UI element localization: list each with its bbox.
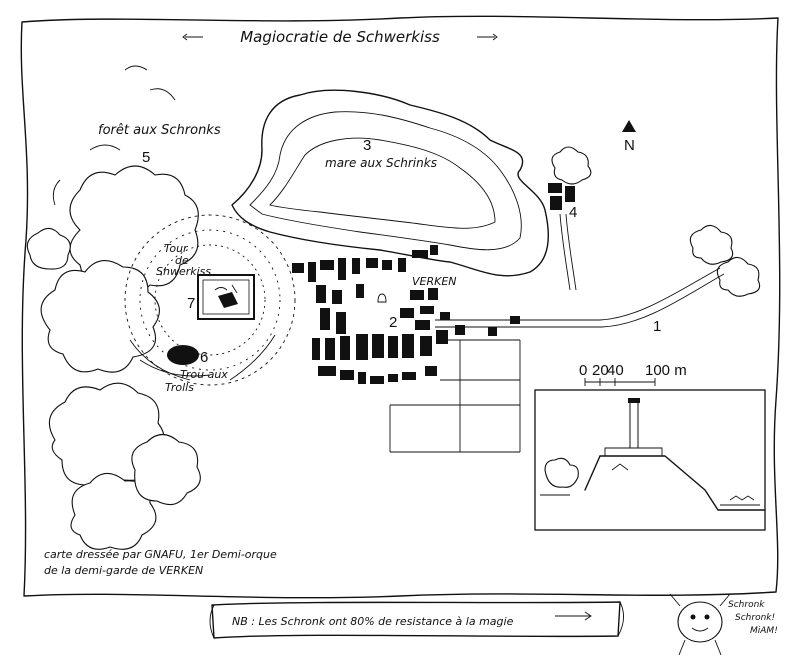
pond-label: mare aux Schrinks [325,156,437,170]
tower-label-3: Shwerkiss [156,265,211,278]
forest-number: 5 [142,149,150,166]
parchment-border [20,15,781,599]
schronk-creature: Schronk Schronk! MiAM! [669,593,778,656]
pond-number: 3 [363,137,371,154]
scale-tick-100: 100 m [645,362,687,379]
town-label: VERKEN [412,275,457,288]
tower-hill [124,214,296,386]
right-trees [689,224,761,297]
north-arrow: N [622,120,636,154]
tower-label-1: Tour [164,242,189,255]
note-text: NB : Les Schronk ont 80% de resistance à… [232,615,514,628]
road-number: 1 [653,318,661,335]
town-verken [292,245,520,384]
credits: carte dressée par GNAFU, 1er Demi-orque … [44,548,277,577]
title-banner: Magiocratie de Schwerkiss [182,28,498,46]
creature-speech-2: Schronk! [735,613,775,623]
road: 1 [435,267,725,335]
north-arrow-icon [622,120,636,132]
north-arrow-label: N [624,137,635,154]
tower-label-2: de [175,254,189,267]
trolls-hole-label-2: Trolls [165,381,194,394]
credits-line-1: carte dressée par GNAFU, 1er Demi-orque [44,548,277,561]
scale-tick-20: 20 [592,362,609,379]
pond-area: 3 mare aux Schrinks [231,89,549,277]
tower-number: 7 [187,295,195,312]
tower-profile-inset [534,389,766,531]
trolls-hole: 6 Trou aux Trolls [165,345,228,394]
trolls-hole-number: 6 [200,349,208,366]
tower-of-schwerkiss: Tour de Shwerkiss 7 [156,242,255,320]
credits-line-2: de la demi-garde de VERKEN [44,564,203,577]
forest-label: forêt aux Schronks [98,123,221,138]
creature-speech-3: MiAM! [750,626,778,636]
scale-tick-0: 0 [579,362,587,379]
note-ribbon: NB : Les Schronk ont 80% de resistance à… [209,601,624,639]
map-title: Magiocratie de Schwerkiss [240,28,440,46]
creature-speech-1: Schronk [728,600,765,610]
town-labels: VERKEN 2 [377,275,521,453]
town-number: 2 [389,314,397,331]
scale-tick-40: 40 [607,362,624,379]
forest-area: 5 forêt aux Schronks [26,65,221,550]
farm: 4 [548,146,592,291]
farm-number: 4 [569,204,577,221]
trolls-hole-label-1: Trou aux [180,368,228,381]
scale-bar: 0 20 40 100 m [579,362,687,386]
